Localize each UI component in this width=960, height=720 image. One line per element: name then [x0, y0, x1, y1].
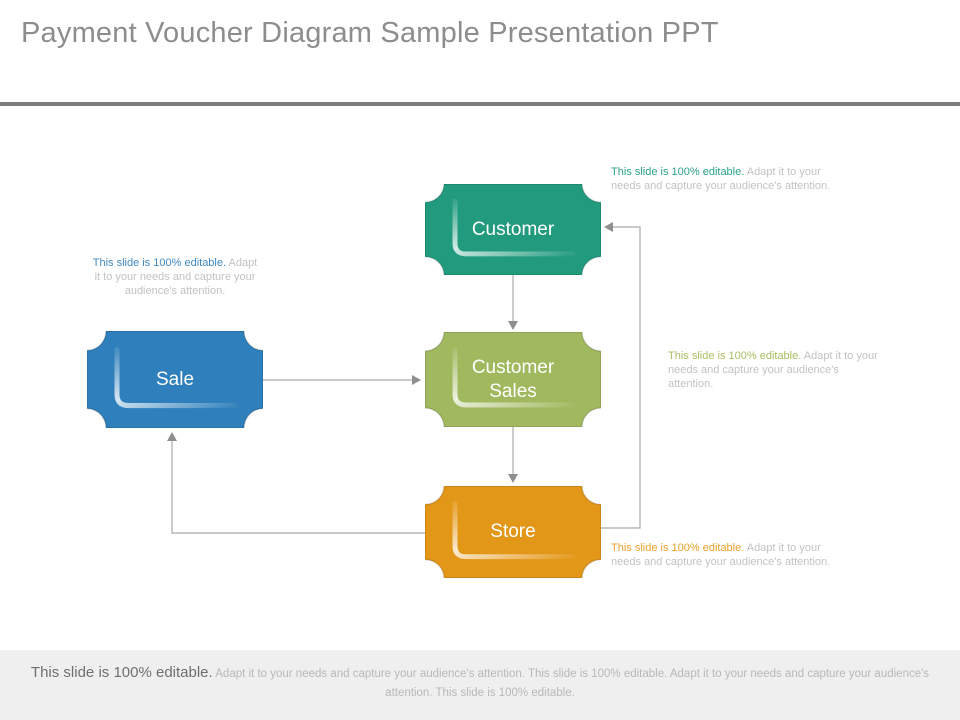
title-divider	[0, 102, 960, 106]
footer-bar: This slide is 100% editable. Adapt it to…	[0, 650, 960, 720]
annotation-body: Adapt it to your needs and capture your …	[94, 257, 258, 297]
plaque-shape	[87, 331, 263, 428]
arrowhead-left-icon	[604, 222, 613, 232]
annotation-accent: This slide is 100% editable.	[611, 166, 745, 178]
annotation-customer: This slide is 100% editable. Adapt it to…	[611, 165, 833, 193]
page-title: Payment Voucher Diagram Sample Presentat…	[21, 17, 719, 49]
node-sale[interactable]: Sale	[87, 331, 263, 428]
annotation-body: Adapt it to your needs and capture your …	[611, 166, 831, 192]
plaque-shape	[425, 332, 601, 427]
plaque-highlight	[452, 198, 576, 257]
arrowhead-down-icon	[508, 321, 518, 330]
node-store[interactable]: Store	[425, 486, 601, 578]
node-label: Store	[490, 521, 536, 542]
annotation-sale: This slide is 100% editable. Adapt it to…	[92, 256, 258, 298]
annotation-accent: This slide is 100% editable.	[611, 542, 745, 554]
footer-body-text: Adapt it to your needs and capture your …	[212, 668, 930, 699]
plaque-highlight	[114, 346, 238, 409]
annotation-accent: This slide is 100% editable.	[668, 350, 802, 362]
node-customer[interactable]: Customer	[425, 184, 601, 275]
plaque-shape	[425, 486, 601, 578]
plaque-highlight	[452, 347, 576, 408]
node-customer-sales[interactable]: Customer Sales	[425, 332, 601, 427]
annotation-customer-sales: This slide is 100% editable. Adapt it to…	[668, 349, 880, 391]
node-label: Customer	[471, 218, 555, 240]
connector-store-to-customer	[601, 226, 641, 529]
annotation-body: Adapt it to your needs and capture your …	[668, 350, 878, 390]
annotation-body: Adapt it to your needs and capture your …	[611, 542, 831, 568]
annotation-store: This slide is 100% editable. Adapt it to…	[611, 541, 833, 569]
plaque-highlight	[452, 501, 576, 560]
footer-lead-text: This slide is 100% editable.	[30, 664, 213, 681]
arrowhead-down-icon	[508, 474, 518, 483]
arrowhead-up-icon	[167, 432, 177, 441]
connector-store-to-sale	[171, 441, 425, 534]
annotation-accent: This slide is 100% editable.	[92, 257, 227, 269]
node-label: Customer Sales	[471, 356, 555, 402]
plaque-shape	[425, 184, 601, 275]
arrowhead-right-icon	[412, 375, 421, 385]
node-label: Sale	[155, 368, 195, 390]
